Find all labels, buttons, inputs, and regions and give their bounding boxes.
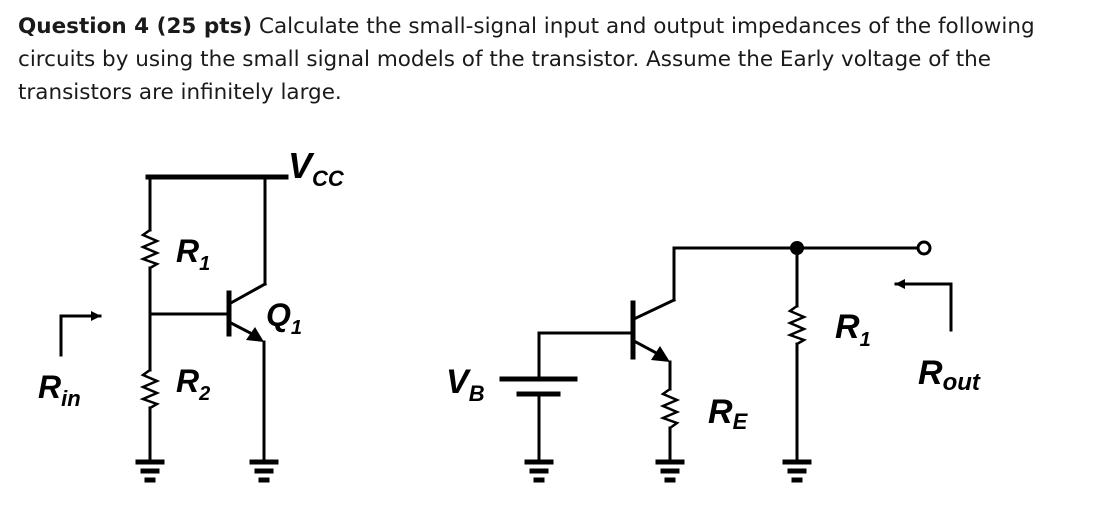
r1-resistor [139, 228, 161, 270]
rin-arrow [59, 311, 102, 357]
r1-left-label: R1 [176, 233, 210, 275]
question-heading: Question 4 (25 pts) [18, 14, 253, 39]
r1-right-resistor [786, 304, 808, 346]
q1-label: Q1 [266, 297, 302, 339]
vb-label: VB [446, 363, 485, 406]
q-emitter [631, 338, 663, 358]
ground-icon [135, 459, 165, 483]
re-resistor [659, 387, 681, 430]
r2-resistor [139, 368, 161, 410]
ground-icon [524, 459, 554, 483]
rout-arrow [894, 279, 953, 332]
r1-right-label: R1 [835, 308, 871, 351]
ground-icon [655, 459, 685, 483]
vcc-label: VCC [288, 145, 345, 191]
ground-icon [782, 459, 812, 483]
r2-label: R2 [176, 363, 210, 405]
output-terminal [916, 240, 932, 256]
ground-icon [249, 459, 279, 483]
question-text: Question 4 (25 pts) Calculate the small-… [18, 10, 1078, 109]
rin-label: Rin [38, 369, 81, 411]
question-body: Calculate the small-signal input and out… [18, 14, 1035, 105]
right-circuit [499, 240, 953, 483]
q1-emitter-arrow [246, 327, 264, 342]
q1-collector [226, 281, 268, 307]
left-circuit [59, 174, 289, 483]
rout-label: Rout [918, 354, 981, 396]
q-collector [632, 298, 676, 321]
q-emitter-arrow [651, 346, 670, 362]
re-label: RE [708, 393, 749, 434]
